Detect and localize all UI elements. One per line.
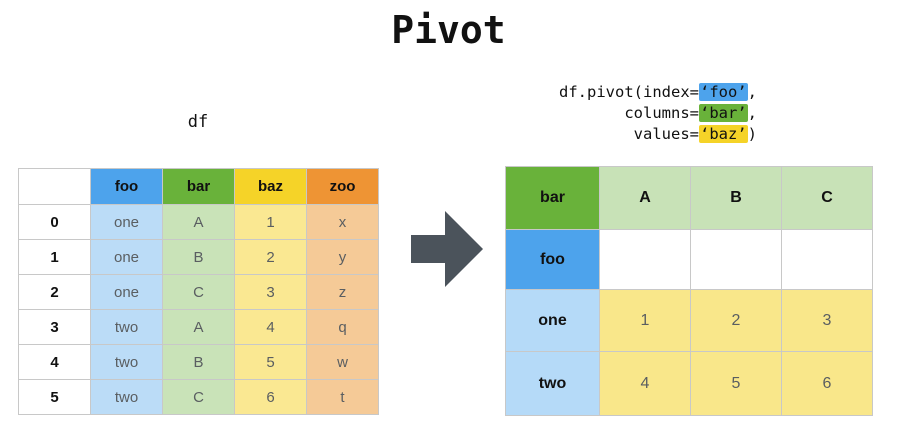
cell-zoo: x xyxy=(306,204,379,240)
pivot-code-snippet: df.pivot(index=‘foo’, columns=‘bar’, val… xyxy=(559,82,757,145)
header-cell-foo: foo xyxy=(90,168,163,205)
left-table-label: df xyxy=(187,112,209,132)
code-line: values=‘baz’) xyxy=(559,124,757,145)
header-cell-c: C xyxy=(781,166,873,230)
table-header-row: foo bar baz zoo xyxy=(18,168,379,205)
header-cell-b: B xyxy=(690,166,782,230)
cell-bar: C xyxy=(162,379,235,415)
cell-foo: one xyxy=(90,239,163,275)
cell-foo: one xyxy=(90,274,163,310)
df-table: foo bar baz zoo 0 one A 1 x 1 one B 2 y … xyxy=(18,168,379,415)
cell-bar: B xyxy=(162,344,235,380)
corner-cell xyxy=(18,168,91,205)
cell-baz: 6 xyxy=(234,379,307,415)
code-line: columns=‘bar’, xyxy=(559,103,757,124)
cell-baz: 4 xyxy=(234,309,307,345)
row-index-cell-one: one xyxy=(505,289,600,352)
cell-zoo: y xyxy=(306,239,379,275)
page-title: Pivot xyxy=(391,8,506,52)
table-row: 3 two A 4 q xyxy=(18,309,379,345)
table-row: two 4 5 6 xyxy=(505,351,873,416)
table-row: 1 one B 2 y xyxy=(18,239,379,275)
row-index-cell: 4 xyxy=(18,344,91,380)
table-row: foo xyxy=(505,229,873,290)
table-row: 0 one A 1 x xyxy=(18,204,379,240)
right-arrow-icon xyxy=(411,211,483,287)
cell-foo: two xyxy=(90,309,163,345)
cell-foo: two xyxy=(90,379,163,415)
pivot-result-table: bar A B C foo one 1 2 3 two 4 5 6 xyxy=(505,166,873,416)
code-highlight-foo: ‘foo’ xyxy=(698,83,748,101)
empty-cell xyxy=(690,229,782,290)
index-name-cell-foo: foo xyxy=(505,229,600,290)
code-text: , xyxy=(747,83,757,101)
cell-baz: 2 xyxy=(234,239,307,275)
code-line: df.pivot(index=‘foo’, xyxy=(559,82,757,103)
table-row: 4 two B 5 w xyxy=(18,344,379,380)
row-index-cell: 1 xyxy=(18,239,91,275)
value-cell: 2 xyxy=(690,289,782,352)
empty-cell xyxy=(781,229,873,290)
empty-cell xyxy=(599,229,691,290)
table-row: 5 two C 6 t xyxy=(18,379,379,415)
cell-baz: 3 xyxy=(234,274,307,310)
cell-zoo: z xyxy=(306,274,379,310)
value-cell: 3 xyxy=(781,289,873,352)
code-text: df.pivot(index= xyxy=(559,83,699,101)
table-row: one 1 2 3 xyxy=(505,289,873,352)
cell-bar: B xyxy=(162,239,235,275)
code-text: ) xyxy=(747,125,757,143)
row-index-cell-two: two xyxy=(505,351,600,416)
cell-zoo: w xyxy=(306,344,379,380)
cell-bar: C xyxy=(162,274,235,310)
cell-bar: A xyxy=(162,309,235,345)
cell-zoo: q xyxy=(306,309,379,345)
code-text: columns= xyxy=(559,104,699,122)
code-highlight-baz: ‘baz’ xyxy=(698,125,748,143)
row-index-cell: 5 xyxy=(18,379,91,415)
value-cell: 6 xyxy=(781,351,873,416)
value-cell: 4 xyxy=(599,351,691,416)
header-cell-a: A xyxy=(599,166,691,230)
cell-bar: A xyxy=(162,204,235,240)
cell-foo: two xyxy=(90,344,163,380)
cell-baz: 1 xyxy=(234,204,307,240)
row-index-cell: 3 xyxy=(18,309,91,345)
code-text: , xyxy=(747,104,757,122)
row-index-cell: 0 xyxy=(18,204,91,240)
header-cell-bar: bar xyxy=(162,168,235,205)
header-cell-zoo: zoo xyxy=(306,168,379,205)
cell-baz: 5 xyxy=(234,344,307,380)
cell-foo: one xyxy=(90,204,163,240)
value-cell: 5 xyxy=(690,351,782,416)
row-index-cell: 2 xyxy=(18,274,91,310)
code-text: values= xyxy=(559,125,699,143)
table-row: 2 one C 3 z xyxy=(18,274,379,310)
table-header-row: bar A B C xyxy=(505,166,873,230)
cell-zoo: t xyxy=(306,379,379,415)
header-cell-bar: bar xyxy=(505,166,600,230)
header-cell-baz: baz xyxy=(234,168,307,205)
value-cell: 1 xyxy=(599,289,691,352)
code-highlight-bar: ‘bar’ xyxy=(698,104,748,122)
